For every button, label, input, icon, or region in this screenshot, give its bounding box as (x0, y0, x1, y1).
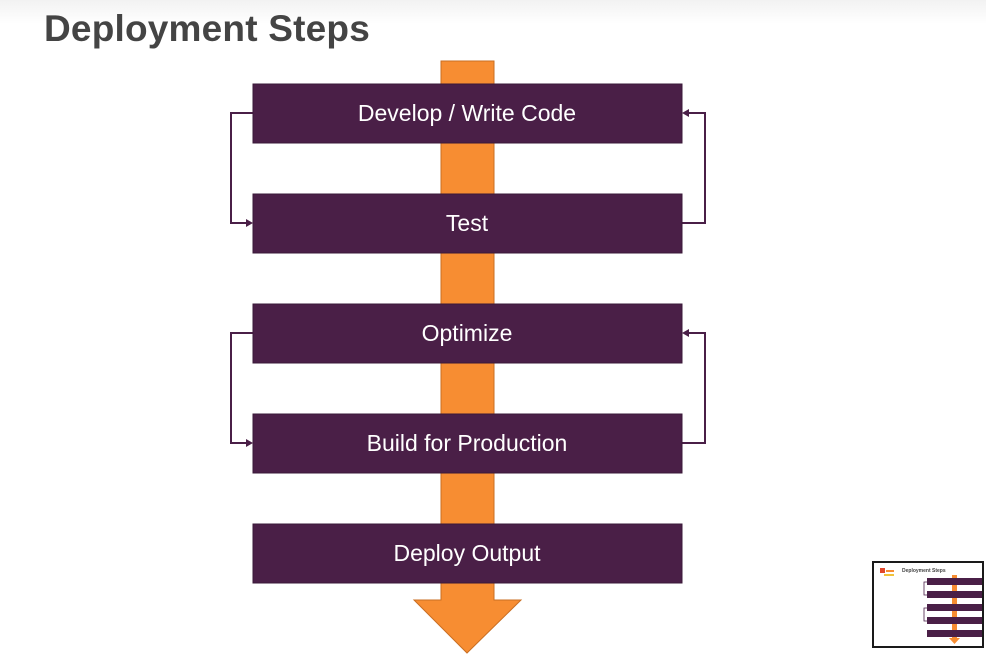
slide-title: Deployment Steps (44, 8, 370, 49)
step-optimize: Optimize (252, 303, 683, 364)
step-test: Test (252, 193, 683, 254)
loop-connector-develop-test (230, 109, 706, 227)
step-deploy: Deploy Output (252, 523, 683, 584)
step-label: Deploy Output (393, 540, 541, 566)
loop-connector-optimize-build (230, 329, 706, 447)
step-develop: Develop / Write Code (252, 83, 683, 144)
logo-icon (880, 568, 894, 576)
thumbnail-diagram (923, 575, 982, 644)
thumbnail-title: Deployment Steps (902, 568, 946, 574)
top-shade (0, 0, 986, 24)
step-label: Build for Production (367, 430, 568, 456)
step-label: Optimize (422, 320, 513, 346)
slide-thumbnail[interactable]: Deployment Steps (872, 561, 984, 648)
step-build: Build for Production (252, 413, 683, 474)
step-label: Develop / Write Code (358, 100, 576, 126)
step-label: Test (446, 210, 489, 236)
